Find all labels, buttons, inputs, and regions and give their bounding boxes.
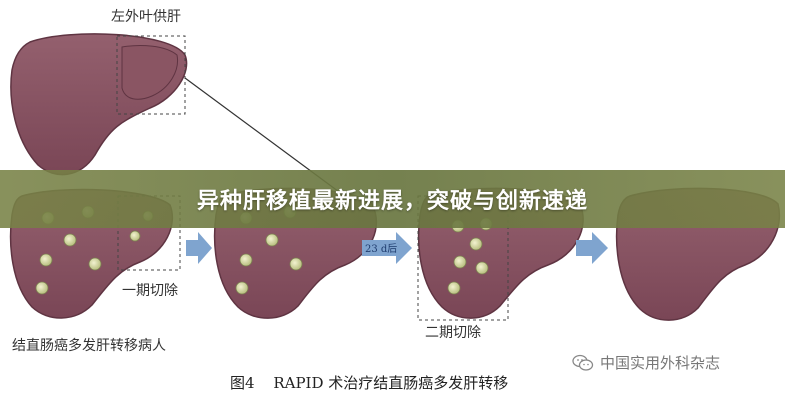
- arrow-2: [362, 232, 412, 264]
- wechat-icon: [572, 354, 594, 371]
- figure-number: 图4: [230, 374, 255, 392]
- stage2-label: 二期切除: [425, 325, 481, 341]
- arrow-3: [576, 232, 608, 264]
- donor-dashed-box: [116, 35, 186, 115]
- watermark-text: 中国实用外科杂志: [600, 354, 721, 372]
- interval-label: 23 d后: [365, 244, 398, 255]
- figure-caption-text: RAPID 术治疗结直肠癌多发肝转移: [273, 374, 509, 392]
- stage1-label: 一期切除: [122, 283, 178, 299]
- headline-title: 异种肝移植最新进展，突破与创新速递: [196, 189, 588, 214]
- headline-banner: 异种肝移植最新进展，突破与创新速递: [0, 170, 785, 228]
- figure-caption: 图4 RAPID 术治疗结直肠癌多发肝转移: [230, 372, 508, 393]
- watermark: 中国实用外科杂志: [572, 352, 720, 373]
- arrow-1: [186, 232, 212, 264]
- donor-label: 左外叶供肝: [111, 9, 181, 25]
- donor-left-lobe: [121, 45, 179, 100]
- patient-label: 结直肠癌多发肝转移病人: [12, 338, 166, 354]
